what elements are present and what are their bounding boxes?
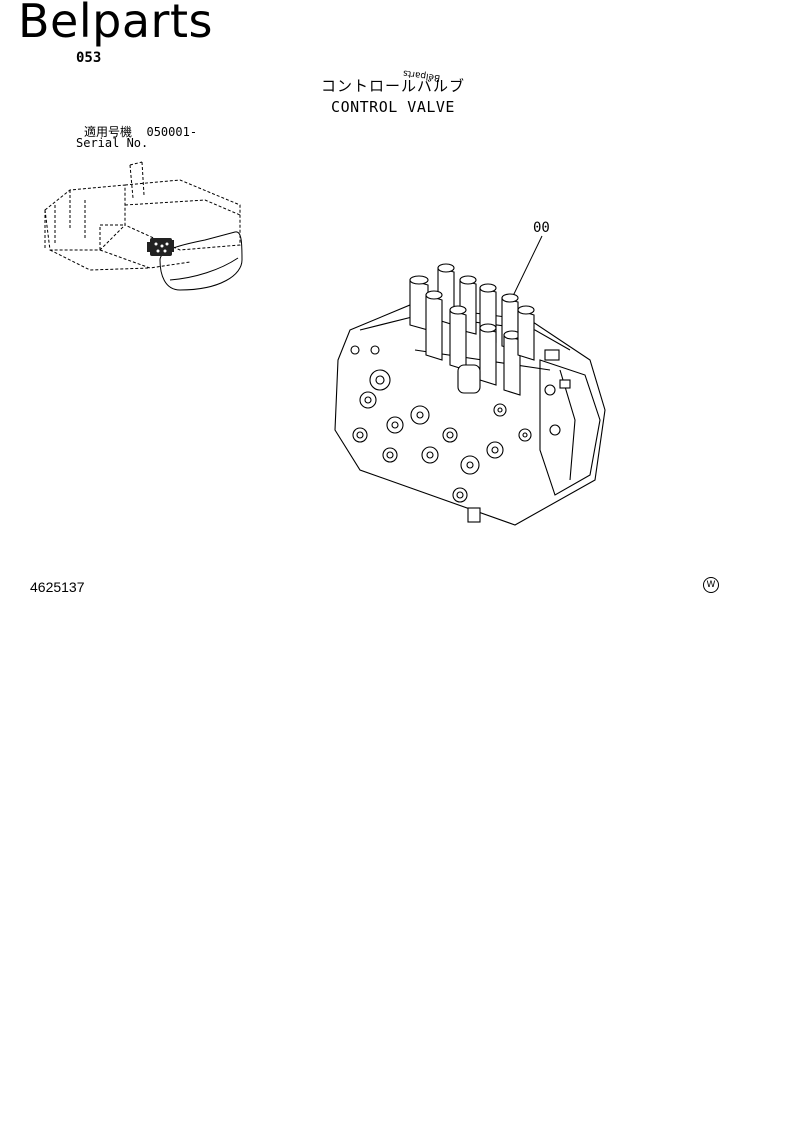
serial-label-en: Serial No. (76, 136, 149, 150)
serial-label-jp: 適用号機 050001- (84, 123, 197, 140)
callout-leader-line (512, 235, 543, 297)
page-number: 053 (76, 50, 102, 66)
control-valve-drawing (334, 263, 606, 526)
watermark-logo: Belparts (18, 0, 213, 48)
registered-mark-icon: W (703, 577, 719, 593)
part-callout-label: 00 (533, 220, 550, 236)
page-title-jp: コントロールバルブ (320, 77, 465, 95)
excavator-locator-illustration (44, 161, 243, 291)
serial-range: 050001- (146, 125, 198, 139)
serial-label: 適用号機 (84, 125, 133, 139)
part-code: 4625137 (30, 579, 85, 595)
page-title-en: CONTROL VALVE (331, 98, 455, 116)
